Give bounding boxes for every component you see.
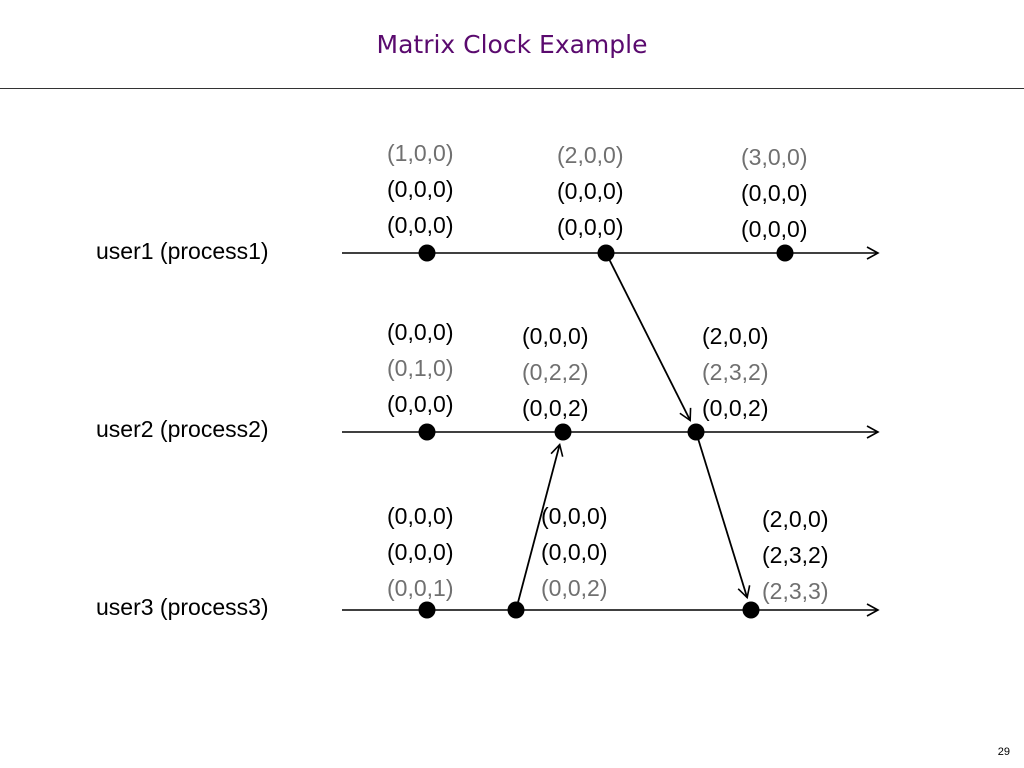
clock-row: (0,0,2) [702,395,769,421]
clock-row: (0,0,0) [741,180,808,206]
process-label-user1: user1 (process1) [96,238,269,264]
clock-row: (0,0,0) [557,178,624,204]
clock-row: (0,0,0) [387,503,454,529]
message-arrow [515,442,564,611]
matrix-clock: (2,0,0) (2,3,2) (2,3,3) [762,501,828,609]
event-dot [507,601,525,619]
event-dot [776,244,794,262]
matrix-clock: (1,0,0) (0,0,0) (0,0,0) [387,135,453,243]
event-dot [554,423,572,441]
clock-row: (2,3,2) [762,542,829,568]
process-label-user2: user2 (process2) [96,416,269,442]
event-dot [597,244,615,262]
clock-row: (0,0,2) [541,575,608,601]
clock-row: (0,0,1) [387,575,454,601]
title-divider [0,88,1024,89]
clock-row: (0,0,0) [541,503,608,529]
clock-row: (2,0,0) [762,506,829,532]
clock-row: (2,3,2) [702,359,769,385]
matrix-clock: (2,0,0) (0,0,0) (0,0,0) [557,137,623,245]
clock-row: (0,0,0) [522,323,589,349]
clock-row: (0,0,0) [541,539,608,565]
clock-row: (0,0,0) [387,319,454,345]
clock-row: (0,0,0) [387,212,454,238]
clock-row: (0,0,2) [522,395,589,421]
matrix-clock: (0,0,0) (0,0,0) (0,0,1) [387,498,453,606]
message-arrow [695,431,751,600]
clock-row: (2,0,0) [557,142,624,168]
clock-row: (0,0,0) [387,176,454,202]
clock-row: (0,2,2) [522,359,589,385]
message-arrow [605,252,692,422]
clock-row: (0,0,0) [741,216,808,242]
clock-row: (2,0,0) [702,323,769,349]
event-dot [418,244,436,262]
clock-row: (2,3,3) [762,578,829,604]
clock-row: (0,0,0) [387,539,454,565]
process-label-user3: user3 (process3) [96,594,269,620]
clock-row: (0,1,0) [387,355,454,381]
event-dot [687,423,705,441]
matrix-clock: (0,0,0) (0,1,0) (0,0,0) [387,314,453,422]
clock-row: (3,0,0) [741,144,808,170]
slide-title: Matrix Clock Example [376,30,648,59]
event-dot [418,423,436,441]
clock-row: (0,0,0) [387,391,454,417]
clock-row: (0,0,0) [557,214,624,240]
matrix-clock: (2,0,0) (2,3,2) (0,0,2) [702,318,768,426]
event-dot [742,601,760,619]
event-dot [418,601,436,619]
clock-row: (1,0,0) [387,140,454,166]
matrix-clock: (3,0,0) (0,0,0) (0,0,0) [741,139,807,247]
matrix-clock: (0,0,0) (0,0,0) (0,0,2) [541,498,607,606]
matrix-clock: (0,0,0) (0,2,2) (0,0,2) [522,318,588,426]
page-number: 29 [997,746,1010,758]
